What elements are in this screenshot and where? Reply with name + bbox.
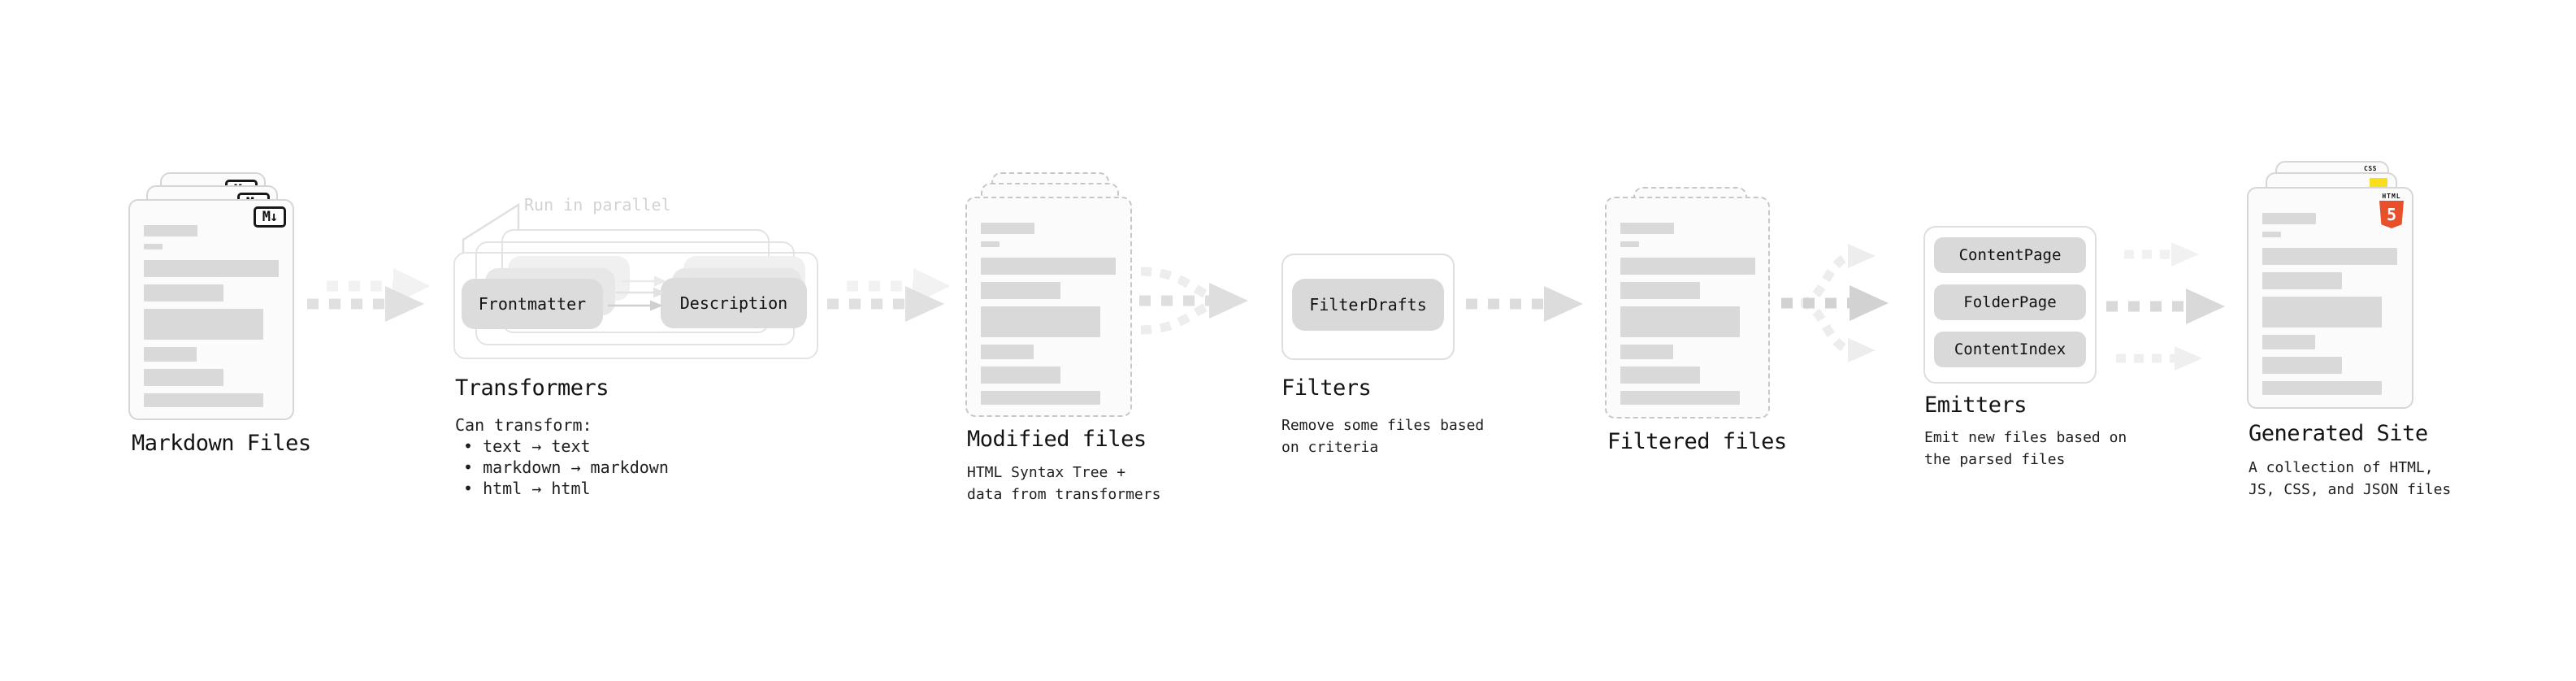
stage-modified-files: Modified files HTML Syntax Tree + data f…	[965, 172, 1177, 522]
file-content-placeholder	[1620, 223, 1755, 405]
folderpage-pill: FolderPage	[1934, 284, 2086, 320]
filtered-file-card-front	[1605, 197, 1770, 419]
desc-line: Remove some files based	[1281, 417, 1485, 434]
stage-generated-site: CSS HTML 5 Generated Site A collection o…	[2247, 161, 2474, 510]
html5-icon-number: 5	[2386, 205, 2397, 224]
file-content-placeholder	[2262, 213, 2397, 395]
markdown-file-card-front: M↓	[128, 199, 294, 420]
transformers-description: Can transform: • text → text • markdown …	[455, 414, 669, 499]
emitters-label: Emitters	[1924, 393, 2027, 418]
transformer-frame-front	[453, 252, 818, 359]
html5-icon: HTML 5	[2379, 193, 2405, 228]
modified-file-card-front	[965, 197, 1132, 417]
file-content-placeholder	[144, 225, 279, 407]
filterdrafts-pill: FilterDrafts	[1292, 279, 1444, 331]
mini-arrow-icon	[622, 275, 666, 287]
generated-site-description: A collection of HTML, JS, CSS, and JSON …	[2249, 457, 2451, 501]
contentpage-pill: ContentPage	[1934, 237, 2086, 273]
flow-arrow-icon	[827, 268, 951, 322]
filters-description: Remove some files based on criteria	[1281, 414, 1484, 458]
flow-arrow-icon	[307, 268, 431, 322]
triple-arrow-icon	[2106, 242, 2225, 371]
markdown-icon: M↓	[254, 206, 286, 228]
stage-markdown-files: M↓ M↓ M↓ Markdown Files	[128, 172, 332, 473]
transformers-label: Transformers	[455, 375, 609, 401]
merge-arrow-icon	[1139, 267, 1248, 335]
desc-line: Emit new files based on	[1924, 429, 2127, 446]
file-content-placeholder	[981, 223, 1116, 405]
html5-icon-shield: 5	[2379, 201, 2404, 228]
transformers-desc-title: Can transform:	[455, 415, 592, 435]
contentindex-pill: ContentIndex	[1934, 332, 2086, 367]
mini-arrow-icon	[608, 300, 663, 311]
markdown-files-label: Markdown Files	[132, 431, 311, 456]
stage-transformers: Run in parallel Frontmatter Description …	[453, 195, 827, 500]
split-arrow-icon	[1781, 244, 1889, 362]
stage-emitters: ContentPage FolderPage ContentIndex Emit…	[1923, 226, 2135, 486]
description-pill: Description	[661, 278, 807, 328]
modified-files-description: HTML Syntax Tree + data from transformer…	[967, 462, 1160, 505]
transform-bullet: • html → html	[463, 479, 591, 498]
callout-line	[462, 202, 520, 254]
modified-files-label: Modified files	[967, 427, 1147, 452]
desc-line: JS, CSS, and JSON files	[2249, 481, 2452, 498]
css-icon-text: CSS	[2364, 165, 2377, 172]
stage-filters: FilterDrafts Filters Remove some files b…	[1281, 254, 1493, 481]
desc-line: data from transformers	[967, 486, 1161, 503]
transform-bullet: • markdown → markdown	[463, 458, 669, 477]
mini-arrow-icon	[616, 287, 666, 298]
generated-site-label: Generated Site	[2249, 421, 2428, 446]
generated-file-card-html: HTML 5	[2247, 187, 2413, 409]
html5-icon-text: HTML	[2382, 193, 2401, 200]
transform-bullet: • text → text	[463, 436, 591, 456]
filtered-files-label: Filtered files	[1607, 429, 1787, 454]
emitters-description: Emit new files based on the parsed files	[1924, 427, 2127, 471]
desc-line: HTML Syntax Tree +	[967, 464, 1126, 481]
frontmatter-pill: Frontmatter	[462, 279, 603, 329]
desc-line: A collection of HTML,	[2249, 459, 2434, 476]
filters-label: Filters	[1281, 375, 1372, 401]
desc-line: on criteria	[1281, 439, 1379, 456]
run-in-parallel-note: Run in parallel	[524, 195, 671, 215]
desc-line: the parsed files	[1924, 451, 2066, 468]
flow-arrow-icon	[1466, 286, 1583, 322]
stage-filtered-files: Filtered files	[1605, 187, 1816, 479]
